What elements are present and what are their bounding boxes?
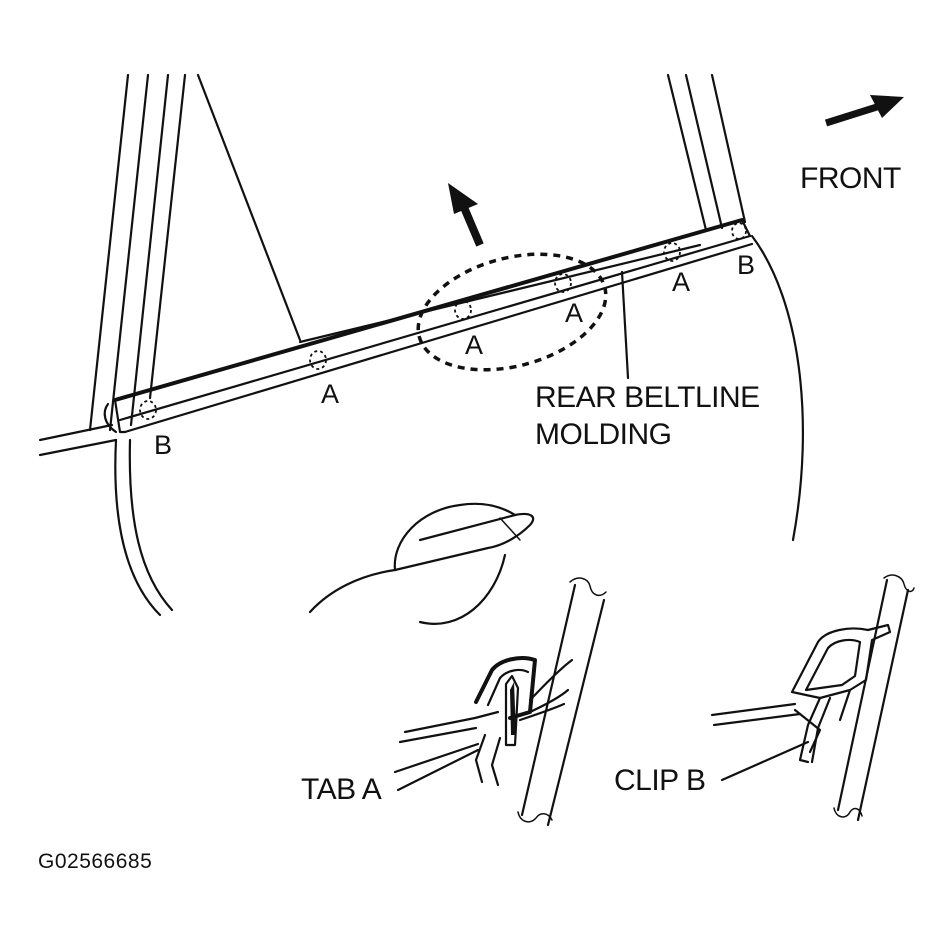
removal-direction-arrow — [448, 183, 484, 247]
figure-id: G02566685 — [38, 850, 153, 873]
detail-callout-ellipse — [416, 252, 608, 372]
clip-b-label: CLIP B — [614, 764, 706, 797]
clip-label-b-rear: B — [154, 430, 172, 460]
front-label: FRONT — [800, 162, 901, 195]
beltline-molding — [103, 218, 754, 434]
clip-location-markers — [139, 222, 747, 420]
tab-a-label: TAB A — [301, 773, 382, 806]
clip-label-a-4: A — [672, 267, 690, 297]
front-direction-arrow — [824, 95, 904, 127]
clip-label-a-3: A — [565, 298, 583, 328]
clip-label-b-front: B — [737, 250, 755, 280]
clip-b-detail — [710, 574, 915, 822]
door-body — [114, 234, 804, 617]
tab-a-leader-line — [396, 748, 480, 792]
rear-beltline-molding-label: REAR BELTLINE MOLDING — [535, 379, 760, 453]
door-handle — [308, 502, 535, 625]
clip-b-leader-line — [720, 740, 810, 782]
molding-leader-line — [620, 270, 630, 380]
tab-a-detail — [393, 577, 607, 827]
molding-label-line2: MOLDING — [535, 418, 672, 451]
clip-label-a-1: A — [321, 379, 339, 409]
molding-label-line1: REAR BELTLINE — [535, 381, 760, 414]
door-frame — [38, 73, 747, 457]
clip-label-a-2: A — [465, 330, 483, 360]
